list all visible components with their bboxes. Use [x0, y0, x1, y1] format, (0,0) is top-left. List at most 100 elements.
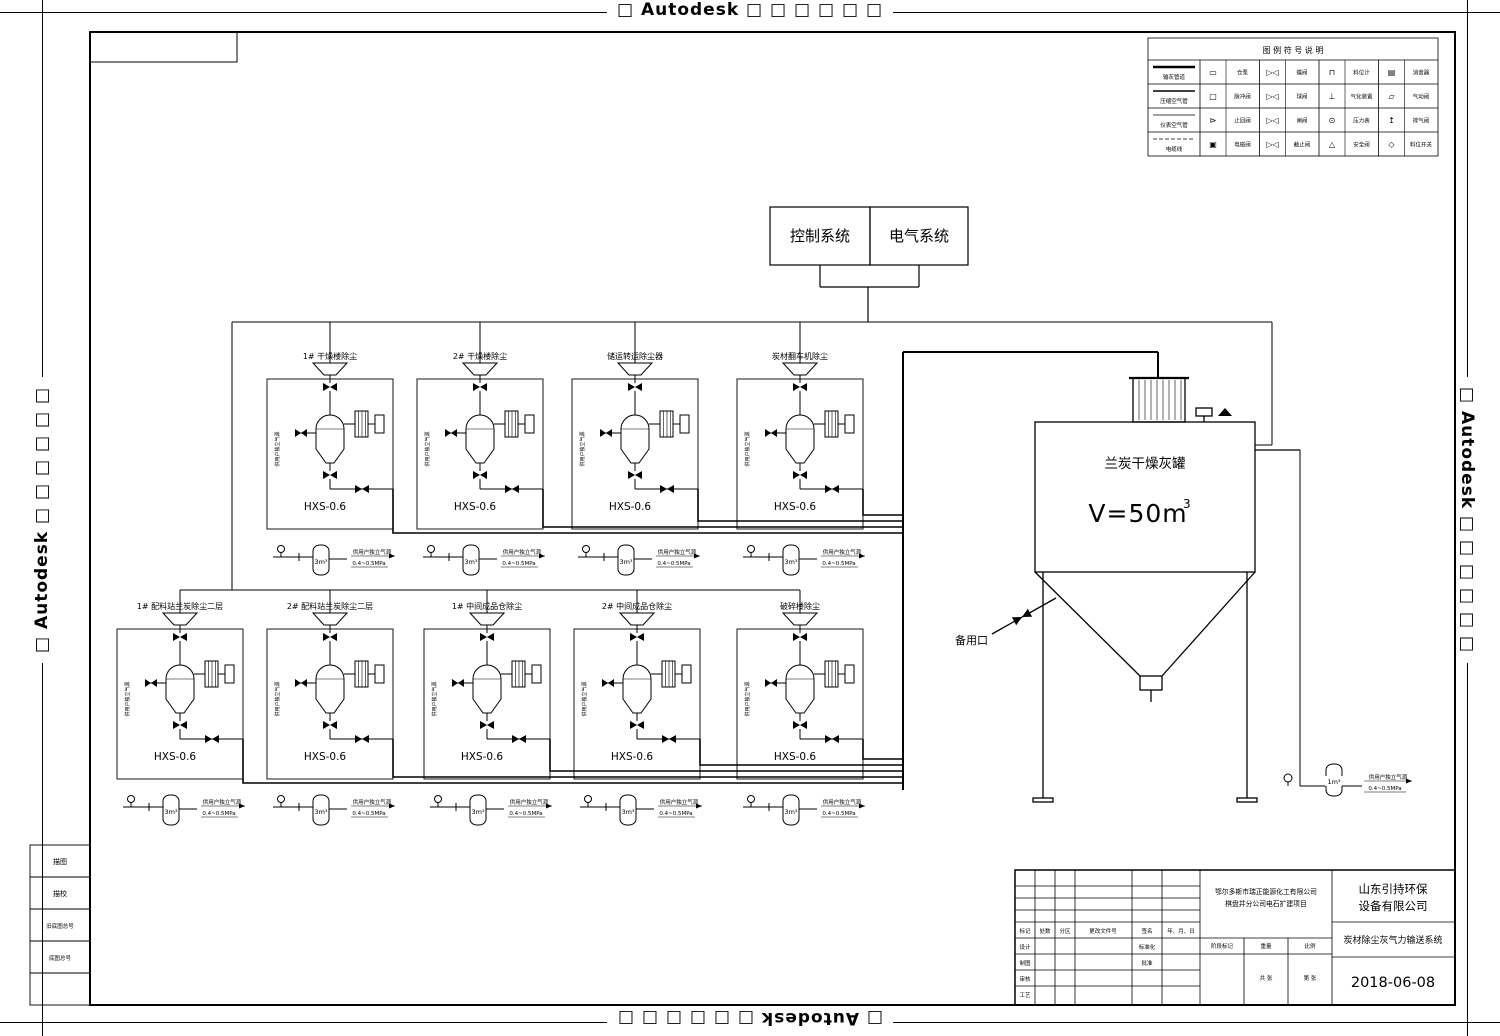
legend-symbol-icon: ⊙ — [1329, 116, 1336, 125]
label-design: 设计 — [1019, 943, 1031, 951]
air-note-line1: 供用户独立气源 — [658, 548, 697, 556]
label-process: 工艺 — [1019, 992, 1031, 999]
pressure-gauge-icon — [427, 545, 435, 553]
funnel — [618, 612, 656, 626]
dust-collector-unit: 2# 配料站兰炭除尘二层 供用户独立气源 — [266, 601, 395, 826]
dust-collector-unit: 1# 中间成品仓除尘 供用户独立气源 — [423, 601, 552, 826]
funnel — [781, 612, 819, 626]
discharge-valve-icon — [512, 735, 526, 743]
title-block: 山东引持环保 设备有限公司 炭材除尘灰气力输送系统 2018-06-08 鄂尔多… — [1014, 869, 1456, 1006]
legend-item-label: 气动阀 — [1413, 93, 1430, 101]
unit-side-note: 供用户独立气源 — [274, 681, 281, 716]
unit-side-note: 供用户独立气源 — [744, 431, 751, 466]
filter-box — [204, 660, 219, 688]
pressure-gauge-icon — [127, 795, 135, 803]
leader-arrow-icon — [694, 553, 700, 559]
control-system-block: 控制系统 电气系统 — [769, 206, 969, 322]
legend-header: 图 例 符 号 说 明 — [1263, 45, 1324, 55]
discharge-valve-icon — [205, 735, 219, 743]
inlet-valve-icon — [630, 633, 644, 641]
air-note-line2: 0.4~0.5MPa — [1368, 786, 1401, 792]
bin-pump-vessel — [785, 414, 815, 464]
dust-collector-unit: 储运转运除尘器 供用户独立气源 — [571, 351, 700, 576]
watermark-top: □ Autodesk □ □ □ □ □ □ — [606, 0, 894, 20]
ash-tank: 兰炭干燥灰罐 V=50m 3 备用口 — [955, 376, 1300, 803]
unit-model-label: HXS-0.6 — [461, 751, 504, 763]
unit-model-label: HXS-0.6 — [611, 751, 654, 763]
leader-arrow-icon — [239, 803, 245, 809]
legend-symbol-icon: ▷◁ — [1266, 140, 1278, 149]
legend-symbol-icon: ▷◁ — [1266, 92, 1278, 101]
right-air-tank-assembly: 1m³ 供用户独立气源 0.4~0.5MPa — [1283, 450, 1412, 797]
spare-port-label: 备用口 — [955, 633, 988, 647]
filter-box — [511, 660, 526, 688]
dust-collector-unit: 炭材翻车机除尘 供用户独立气源 — [736, 351, 865, 576]
leader-arrow-icon — [389, 803, 395, 809]
leader-arrow-icon — [859, 553, 865, 559]
unit-frame — [423, 628, 551, 780]
bin-pump-vessel — [315, 414, 345, 464]
bin-pump-vessel — [465, 414, 495, 464]
conveying-piping — [242, 351, 1159, 790]
legend-item-label: 消音器 — [1413, 69, 1430, 77]
filter-box — [354, 660, 369, 688]
legend-symbol-icon: ▭ — [1209, 68, 1217, 77]
drawing-date: 2018-06-08 — [1351, 975, 1435, 991]
legend-item-label: 止回阀 — [1234, 117, 1251, 125]
control-cabinet — [224, 664, 235, 684]
legend-symbol-icon: ▷◁ — [1266, 116, 1278, 125]
left-valve-icon — [445, 429, 457, 437]
air-tank — [619, 794, 637, 826]
legend-symbol-icon: ↥ — [1388, 116, 1395, 125]
watermark-left: □ Autodesk □ □ □ □ □ □ — [32, 376, 52, 664]
unit-model-label: HXS-0.6 — [154, 751, 197, 763]
legend-symbol-icon: △ — [1329, 140, 1336, 149]
bin-pump-vessel — [620, 414, 650, 464]
discharge-valve-icon — [662, 735, 676, 743]
ash-tank-volume: V=50m — [1088, 499, 1187, 528]
legend-table: 图 例 符 号 说 明 输灰管道▭仓泵▷◁蝶阀⊓料位计▤消音器压缩空气管□脉冲阀… — [1147, 37, 1439, 157]
left-valve-icon — [145, 679, 157, 687]
inlet-valve-icon — [323, 633, 337, 641]
control-cabinet — [679, 414, 690, 434]
outlet-valve-icon — [630, 721, 644, 729]
ash-tank-body — [1034, 421, 1256, 573]
safety-vent-icon — [1218, 408, 1232, 416]
unit-side-note: 供用户独立气源 — [744, 681, 751, 716]
control-cabinet — [681, 664, 692, 684]
legend-symbol-icon: □ — [1209, 92, 1217, 101]
label-ymd: 年、月、日 — [1167, 927, 1195, 935]
legend-line-label: 输灰管道 — [1163, 73, 1186, 81]
unit-side-note: 供用户独立气源 — [424, 431, 431, 466]
air-tank-volume: 3m³ — [619, 558, 632, 566]
control-cabinet — [374, 414, 385, 434]
unit-frame — [116, 628, 244, 780]
inlet-valve-icon — [323, 383, 337, 391]
outlet-valve-icon — [793, 721, 807, 729]
leader-arrow-icon — [1406, 778, 1412, 784]
air-note-line1: 供用户独立气源 — [510, 798, 549, 806]
unit-frame — [736, 378, 864, 530]
bin-pump-vessel — [622, 664, 652, 714]
funnel — [781, 362, 819, 376]
legend-item-label: 蝶阀 — [1296, 69, 1307, 77]
air-note-line1: 供用户独立气源 — [353, 548, 392, 556]
dust-collector-unit: 1# 配料站兰炭除尘二层 供用户独立气源 — [116, 601, 245, 826]
filter-box — [504, 410, 519, 438]
air-note-line2: 0.4~0.5MPa — [657, 561, 690, 567]
unit-side-note: 供用户独立气源 — [579, 431, 586, 466]
label-std: 标准化 — [1139, 943, 1156, 951]
legend-line-label: 压缩空气管 — [1160, 97, 1188, 105]
project-line2: 棋盘井分公司电石扩建项目 — [1225, 899, 1307, 908]
unit-model-label: HXS-0.6 — [304, 751, 347, 763]
air-tank — [462, 544, 480, 576]
air-tank — [617, 544, 635, 576]
outlet-valve-icon — [480, 721, 494, 729]
air-note-line2: 0.4~0.5MPa — [352, 811, 385, 817]
unit-frame — [266, 628, 394, 780]
aux-row-label: 旧底图总号 — [46, 922, 74, 930]
unit-model-label: HXS-0.6 — [454, 501, 497, 513]
unit-model-label: HXS-0.6 — [774, 751, 817, 763]
label-page: 第 张 — [1304, 974, 1317, 982]
